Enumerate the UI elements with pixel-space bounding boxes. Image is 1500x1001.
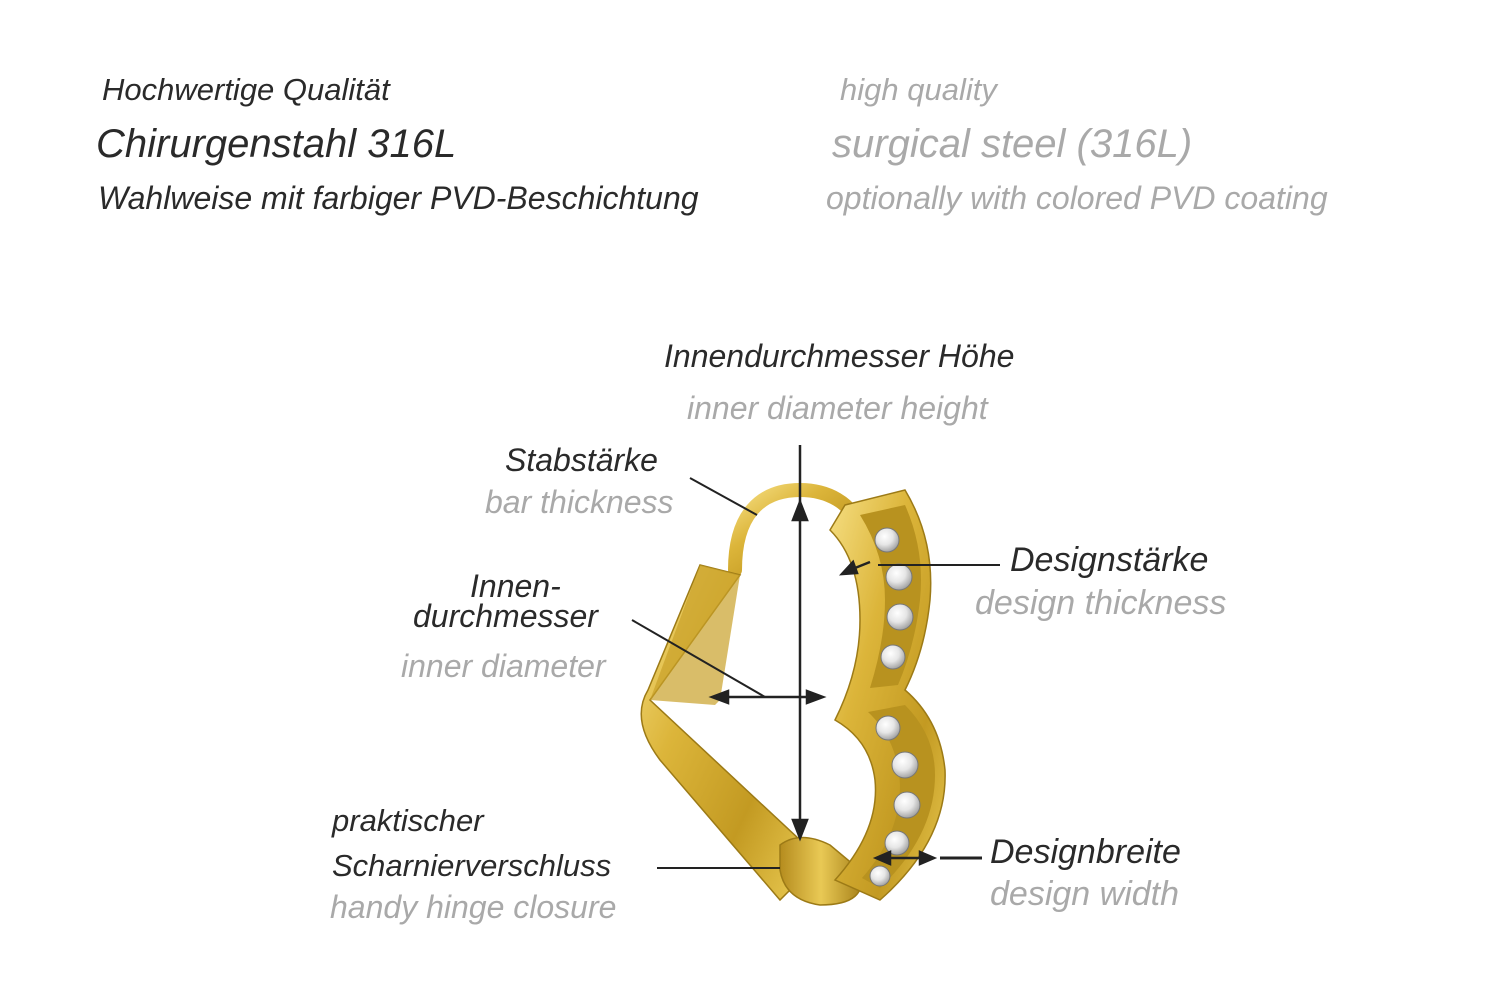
- hinge-label-de-line2: Scharnierverschluss: [332, 848, 612, 883]
- gem-channel-lower: [862, 705, 935, 888]
- hinge-label-de-line1: praktischer: [332, 803, 484, 838]
- bar-thickness-leader: [689, 477, 758, 516]
- steel-label-de: Chirurgenstahl 316L: [96, 122, 457, 166]
- inner-diameter-arrow-right: [805, 689, 827, 705]
- gemstones: [869, 527, 921, 887]
- inner-diameter-leader: [631, 619, 766, 698]
- bar-thickness-label-de: Stabstärke: [505, 442, 658, 478]
- hinge-label-en: handy hinge closure: [330, 889, 617, 925]
- quality-label-de: Hochwertige Qualität: [102, 72, 390, 107]
- inner-diameter-arrow-left: [708, 689, 730, 705]
- quality-label-en: high quality: [840, 72, 997, 107]
- pvd-label-de: Wahlweise mit farbiger PVD-Beschichtung: [98, 180, 699, 216]
- inner-height-label-de: Innendurchmesser Höhe: [664, 338, 1015, 374]
- design-thickness-label-de: Designstärke: [1010, 541, 1209, 579]
- inner-height-arrow-top: [791, 498, 809, 522]
- design-thickness-arrow: [838, 559, 859, 576]
- inner-height-label-en: inner diameter height: [687, 390, 988, 426]
- design-width-arrow-right: [918, 850, 938, 866]
- design-width-label-de: Designbreite: [990, 833, 1181, 871]
- design-width-arrow-left: [872, 850, 892, 866]
- design-thickness-label-en: design thickness: [975, 584, 1227, 622]
- bar-thickness-label-en: bar thickness: [485, 484, 674, 520]
- design-width-label-en: design width: [990, 875, 1180, 913]
- gem-channel-upper: [860, 505, 921, 688]
- inner-diameter-label-de-line1: Innen-: [470, 568, 561, 604]
- inner-height-arrow-bottom: [791, 818, 809, 842]
- heart-left-inner-face: [650, 565, 740, 705]
- hinge-closure: [779, 836, 863, 906]
- pvd-label-en: optionally with colored PVD coating: [826, 180, 1328, 216]
- steel-label-en: surgical steel (316L): [832, 122, 1193, 166]
- inner-diameter-label-en: inner diameter: [401, 648, 606, 684]
- dimension-lines: [631, 445, 1000, 869]
- inner-diameter-label-de-line2: durchmesser: [413, 598, 598, 634]
